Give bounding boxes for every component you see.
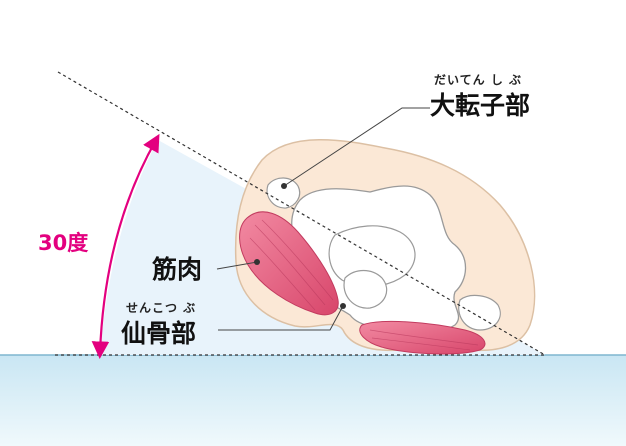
trochanter-ruby: だいてん し ぶ bbox=[434, 73, 522, 87]
angle-line-dotted bbox=[57, 71, 546, 356]
angle-arrow-icon bbox=[91, 133, 160, 360]
leader-sacrum bbox=[218, 305, 344, 331]
pelvis-inner-line bbox=[328, 225, 416, 287]
muscle-label: 筋肉 bbox=[152, 255, 202, 284]
leader-trochanter bbox=[283, 107, 430, 187]
floor bbox=[0, 355, 626, 446]
sacrum-label: 仙骨部 bbox=[121, 319, 196, 348]
bone-detail bbox=[458, 294, 501, 331]
leader-muscle bbox=[216, 261, 258, 270]
leader-dot-sacrum bbox=[340, 303, 346, 309]
angle-label: 30度 bbox=[38, 231, 88, 255]
muscle-fibers bbox=[249, 219, 334, 311]
trochanter-label: 大転子部 bbox=[430, 91, 530, 120]
sacrum-bone bbox=[343, 269, 388, 309]
leader-dot-trochanter bbox=[281, 183, 287, 189]
leader-dot-muscle bbox=[254, 259, 260, 265]
muscle-left bbox=[239, 211, 339, 316]
muscle-bottom-fibers bbox=[369, 329, 479, 351]
femoral-head bbox=[266, 177, 301, 209]
sacrum-ruby: せんこつ ぶ bbox=[126, 301, 196, 315]
